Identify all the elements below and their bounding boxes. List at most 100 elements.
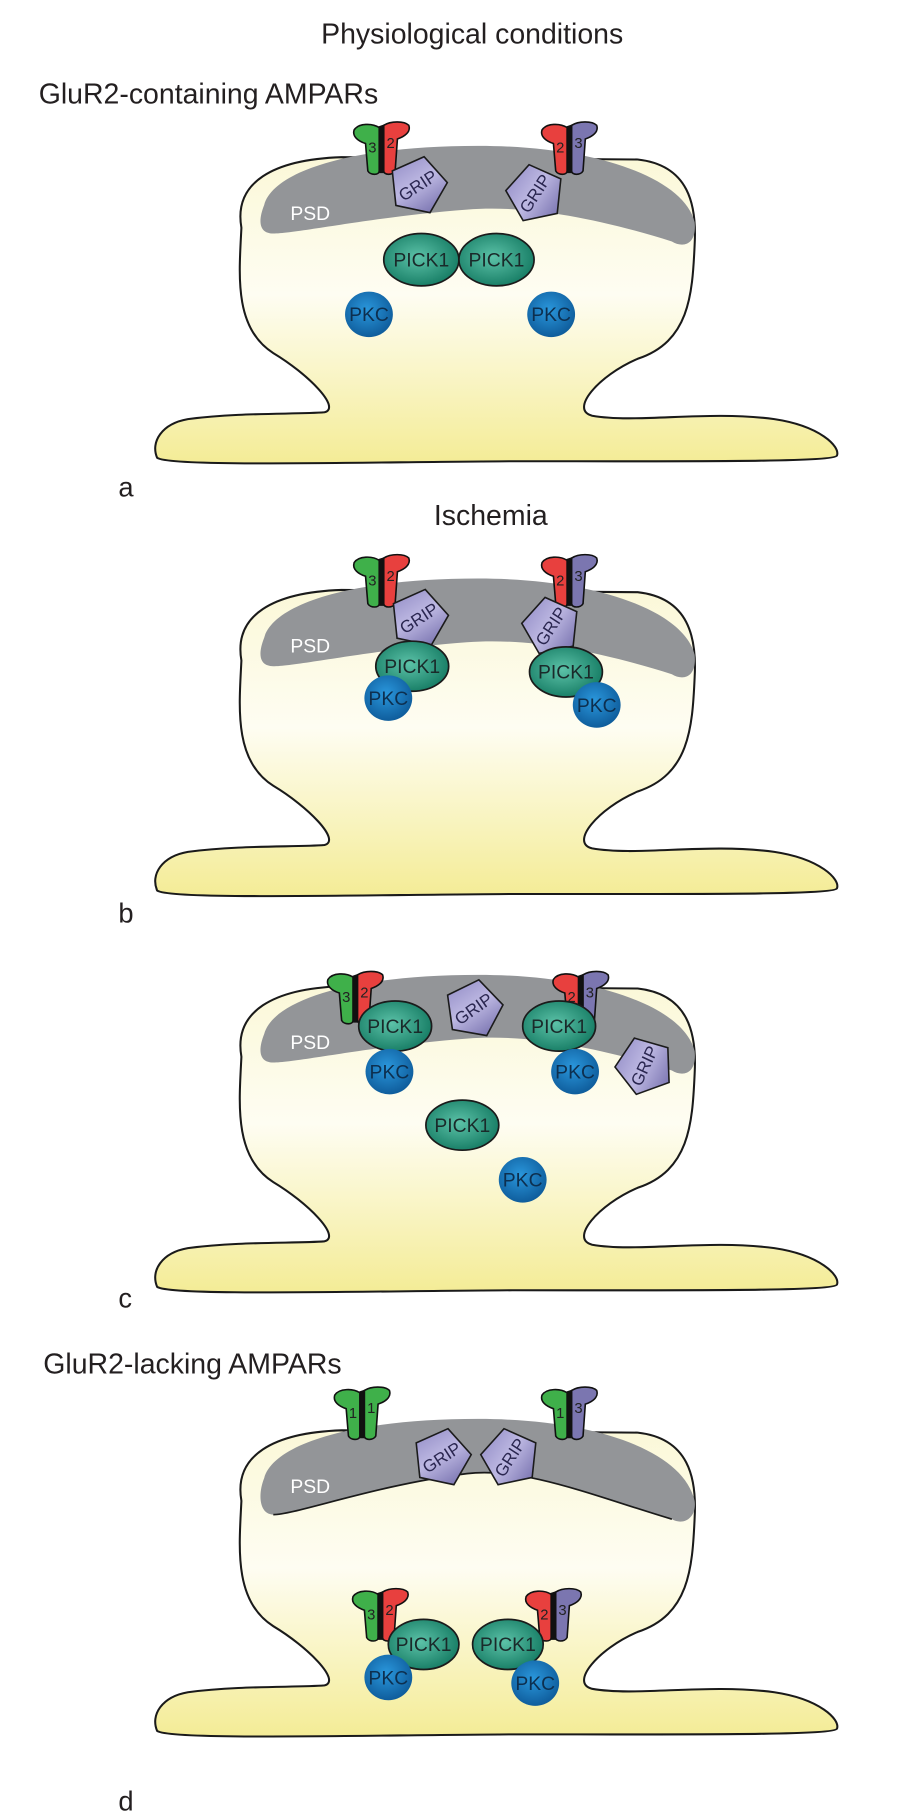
receptor-subunit-right <box>363 1386 391 1441</box>
subunit-label-left: 3 <box>368 573 376 589</box>
pick1-label: PICK1 <box>367 1016 423 1038</box>
receptor-subunit-left <box>351 1590 379 1642</box>
grip-protein: GRIP <box>392 588 450 647</box>
grip-shape <box>391 155 449 214</box>
grip-protein: GRIP <box>614 1037 670 1096</box>
pkc-shape <box>498 1157 547 1203</box>
pick1-label: PICK1 <box>384 656 440 678</box>
subunit-label-right: 3 <box>558 1603 566 1619</box>
pkc-protein: PKC <box>551 1048 599 1095</box>
pick1-label: PICK1 <box>531 1016 587 1038</box>
pkc-label: PKC <box>515 1673 555 1695</box>
subunit-label-right: 3 <box>586 986 594 1002</box>
pick1-label: PICK1 <box>396 1634 452 1656</box>
pkc-shape <box>345 291 393 338</box>
pkc-label: PKC <box>368 688 408 710</box>
pick1-shape <box>521 1000 597 1052</box>
pick1-protein: PICK1 <box>357 1000 433 1052</box>
subunit-label-left: 1 <box>349 1406 357 1422</box>
membrane-line <box>273 1471 673 1520</box>
pkc-protein: PKC <box>345 291 393 338</box>
pkc-protein: PKC <box>572 682 621 728</box>
receptor-subunit-right <box>382 121 411 176</box>
receptor-subunit-left <box>524 1590 552 1642</box>
grip-protein: GRIP <box>479 1427 537 1486</box>
grip-shape <box>446 978 504 1037</box>
pick1-protein: PICK1 <box>387 1618 460 1671</box>
receptor-subunit-left <box>540 123 568 176</box>
pkc-label: PKC <box>370 1061 410 1083</box>
grip-shape <box>614 1037 670 1096</box>
pick1-protein: PICK1 <box>425 1099 500 1152</box>
subunit-label-right: 2 <box>360 986 368 1002</box>
pick1-protein: PICK1 <box>521 1000 597 1052</box>
pick1-protein: PICK1 <box>471 1618 545 1671</box>
pkc-label: PKC <box>368 1667 408 1689</box>
pick1-label: PICK1 <box>393 250 449 272</box>
receptor-subunit-right <box>570 553 598 608</box>
pkc-shape <box>511 1660 560 1706</box>
pick1-shape <box>387 1618 460 1671</box>
subunit-label-left: 2 <box>568 990 576 1006</box>
grip-shape <box>479 1427 537 1486</box>
grip-protein: GRIP <box>520 596 578 655</box>
psd-label: PSD <box>290 1476 330 1498</box>
subunit-label-left: 2 <box>556 573 564 589</box>
pick1-shape <box>471 1618 545 1671</box>
grip-protein: GRIP <box>504 163 562 222</box>
subunit-label-left: 2 <box>556 141 564 157</box>
pkc-protein: PKC <box>365 1048 414 1095</box>
pick1-label: PICK1 <box>469 250 525 272</box>
panel-label: a <box>118 472 134 503</box>
title-glur2-lacking: GluR2-lacking AMPARs <box>43 1348 341 1380</box>
subunit-label-right: 1 <box>367 1401 375 1417</box>
receptor-subunit-right <box>381 1587 409 1642</box>
title-ischemia: Ischemia <box>434 500 548 532</box>
pkc-protein: PKC <box>364 1654 413 1701</box>
title-glur2-containing: GluR2-containing AMPARs <box>39 79 378 111</box>
grip-shape <box>504 163 562 222</box>
subunit-label-right: 3 <box>574 569 582 585</box>
subunit-label-left: 2 <box>540 1607 548 1623</box>
pkc-shape <box>364 1654 413 1701</box>
subunit-label-left: 3 <box>367 1607 375 1623</box>
pkc-shape <box>365 1048 414 1095</box>
receptor-subunit-right <box>554 1587 582 1642</box>
pkc-protein: PKC <box>364 675 413 721</box>
receptor-subunit-left <box>333 1388 361 1441</box>
pick1-protein: PICK1 <box>382 232 460 287</box>
pkc-protein: PKC <box>498 1157 547 1203</box>
subunit-label-left: 3 <box>342 990 350 1006</box>
pkc-label: PKC <box>577 695 617 717</box>
grip-protein: GRIP <box>446 978 504 1037</box>
pkc-shape <box>364 675 413 721</box>
title-physiological-conditions: Physiological conditions <box>321 18 623 50</box>
pkc-protein: PKC <box>511 1660 560 1706</box>
pick1-shape <box>528 646 604 698</box>
pick1-shape <box>458 232 535 287</box>
grip-protein: GRIP <box>391 155 449 214</box>
receptor-subunit-left <box>352 123 381 176</box>
receptor-subunit-right <box>570 121 598 176</box>
psd-label: PSD <box>290 203 330 225</box>
panel-label: d <box>118 1786 133 1813</box>
receptor-subunit-right <box>570 1386 598 1441</box>
grip-shape <box>415 1427 473 1486</box>
psd-label: PSD <box>290 636 330 658</box>
receptor-subunit-left <box>540 1388 568 1441</box>
pkc-shape <box>551 1048 599 1095</box>
pick1-protein: PICK1 <box>458 232 535 287</box>
receptor-subunit-right <box>382 553 411 608</box>
pkc-protein: PKC <box>527 291 576 338</box>
subunit-label-right: 2 <box>386 569 394 585</box>
pkc-shape <box>527 291 576 338</box>
